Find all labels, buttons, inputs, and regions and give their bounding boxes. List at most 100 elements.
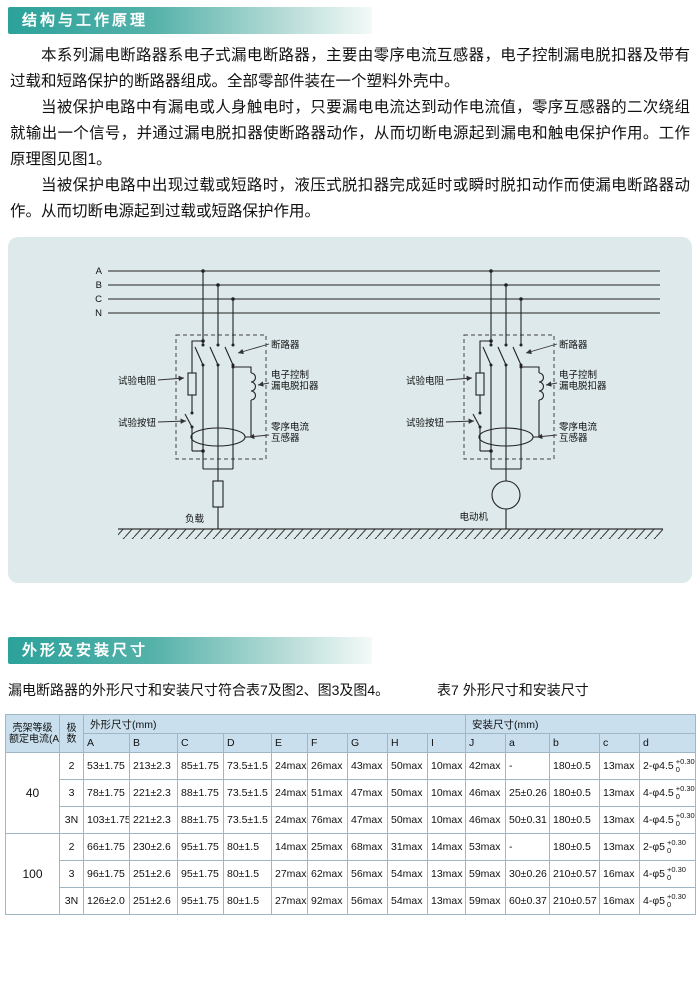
dimension-cell: 126±2.0 bbox=[83, 887, 130, 915]
dimension-cell: 62max bbox=[307, 860, 348, 888]
dimension-cell: 50max bbox=[387, 806, 428, 834]
pole-header-line1: 极 bbox=[66, 722, 77, 734]
dimension-cell: 14max bbox=[271, 833, 308, 861]
col-header-frame: 壳架等级 额定电流(A) bbox=[5, 714, 60, 753]
dimension-cell: 31max bbox=[387, 833, 428, 861]
phase-label-n: N bbox=[95, 308, 102, 319]
dimension-cell: 92max bbox=[307, 887, 348, 915]
dimension-cell: 30±0.26 bbox=[505, 860, 550, 888]
dimension-cell: 50±0.31 bbox=[505, 806, 550, 834]
circuit-diagram: A B C N bbox=[95, 266, 663, 539]
dimension-cell: - bbox=[505, 752, 550, 780]
working-principle-figure: A B C N bbox=[8, 237, 692, 583]
dimension-cell: 180±0.5 bbox=[549, 806, 600, 834]
dimension-cell: 47max bbox=[347, 806, 388, 834]
page: 结构与工作原理 本系列漏电断路器系电子式漏电断路器，主要由零序电流互感器，电子控… bbox=[0, 7, 700, 915]
dimension-cell: 13max bbox=[599, 806, 640, 834]
paragraph-3: 当被保护电路中出现过载或短路时，液压式脱扣器完成延时或瞬时脱扣动作而使漏电断路器… bbox=[10, 177, 690, 220]
label-test-button: 试验按钮 bbox=[406, 417, 445, 429]
test-resistor-symbol bbox=[187, 372, 197, 396]
dimension-cell: 73.5±1.5 bbox=[223, 806, 272, 834]
motor-symbol bbox=[491, 480, 521, 510]
label-trip-line2: 漏电脱扣器 bbox=[271, 380, 319, 392]
dimension-cell: 46max bbox=[465, 779, 506, 807]
hole-dim-base: 2-φ4.5 bbox=[643, 759, 674, 772]
section-title-dimensions: 外形及安装尺寸 bbox=[8, 637, 372, 664]
dimension-cell: 221±2.3 bbox=[129, 779, 178, 807]
dimension-cell: 54max bbox=[387, 860, 428, 888]
col-letter-e: E bbox=[271, 733, 308, 753]
label-load: 负载 bbox=[185, 513, 205, 525]
dimension-cell: 13max bbox=[599, 779, 640, 807]
label-test-resistor: 试验电阻 bbox=[118, 375, 157, 387]
dimension-cell: 56max bbox=[347, 887, 388, 915]
dimension-cell: 42max bbox=[465, 752, 506, 780]
phase-label-b: B bbox=[96, 280, 102, 291]
dimension-cell: 60±0.37 bbox=[505, 887, 550, 915]
trip-coil-symbol bbox=[538, 372, 545, 401]
dimension-cell: 95±1.75 bbox=[177, 860, 224, 888]
breaker-enclosure-outline bbox=[175, 334, 267, 460]
ground-hatch bbox=[118, 528, 663, 539]
trip-coil-symbol bbox=[250, 372, 257, 401]
dimension-cell: 80±1.5 bbox=[223, 887, 272, 915]
hole-dim-base: 2-φ5 bbox=[643, 840, 665, 853]
dimension-cell: 88±1.75 bbox=[177, 779, 224, 807]
dimension-cell: 10max bbox=[427, 752, 466, 780]
dimensions-intro-text: 漏电断路器的外形尺寸和安装尺寸符合表7及图2、图3及图4。 bbox=[8, 682, 390, 698]
frame-header-line2: 额定电流(A) bbox=[9, 733, 60, 745]
label-motor: 电动机 bbox=[459, 511, 488, 523]
dimension-cell: 10max bbox=[427, 806, 466, 834]
dimension-cell: 14max bbox=[427, 833, 466, 861]
dimension-cell: 180±0.5 bbox=[549, 833, 600, 861]
hole-dim-base: 4-φ4.5 bbox=[643, 786, 674, 799]
col-letter-h: H bbox=[387, 733, 428, 753]
col-header-mount: 安装尺寸(mm) bbox=[464, 714, 697, 734]
dimension-cell: 53max bbox=[465, 833, 506, 861]
dimension-cell: 210±0.57 bbox=[549, 860, 600, 888]
dimension-cell: 13max bbox=[427, 860, 466, 888]
dimension-cell: 13max bbox=[599, 752, 640, 780]
frame-header-line1: 壳架等级 bbox=[12, 722, 53, 734]
dimension-cell: 73.5±1.5 bbox=[223, 752, 272, 780]
dimension-cell: 56max bbox=[347, 860, 388, 888]
dimension-cell: 53±1.75 bbox=[83, 752, 130, 780]
dimension-cell: 25max bbox=[307, 833, 348, 861]
col-letter-aa: a bbox=[505, 733, 550, 753]
col-letter-bb: b bbox=[549, 733, 600, 753]
dimension-cell: 51max bbox=[307, 779, 348, 807]
dimension-cell: 95±1.75 bbox=[177, 887, 224, 915]
column-letter-row: A B C D E F G H I J a b c d bbox=[6, 733, 697, 753]
dimensions-intro: 漏电断路器的外形尺寸和安装尺寸符合表7及图2、图3及图4。 表7 外形尺寸和安装… bbox=[8, 680, 700, 700]
dimension-cell: 16max bbox=[599, 887, 640, 915]
pole-count-cell: 2 bbox=[59, 833, 84, 861]
label-breaker: 断路器 bbox=[559, 339, 588, 351]
dimension-cell: 50max bbox=[387, 752, 428, 780]
phase-label-c: C bbox=[95, 294, 102, 305]
right-circuit: 试验电阻 试验按钮 断路器 电子控制 漏电脱扣器 零序电流 互感器 电动机 bbox=[406, 269, 607, 529]
dimension-cell: 180±0.5 bbox=[549, 779, 600, 807]
dimension-cell: 76max bbox=[307, 806, 348, 834]
dimension-cell: 80±1.5 bbox=[223, 860, 272, 888]
ct-ring-symbol bbox=[478, 427, 534, 447]
frame-current-cell: 40 bbox=[5, 752, 60, 834]
intro-text: 本系列漏电断路器系电子式漏电断路器，主要由零序电流互感器，电子控制漏电脱扣器及带… bbox=[10, 43, 690, 225]
dimension-cell: 213±2.3 bbox=[129, 752, 178, 780]
dimension-cell: 13max bbox=[599, 833, 640, 861]
label-trip-line2: 漏电脱扣器 bbox=[559, 380, 607, 392]
dimension-cell: 251±2.6 bbox=[129, 887, 178, 915]
label-ct-line1: 零序电流 bbox=[559, 421, 598, 433]
ct-ring-symbol bbox=[190, 427, 246, 447]
dimension-cell: 16max bbox=[599, 860, 640, 888]
dimension-cell: 73.5±1.5 bbox=[223, 779, 272, 807]
pole-count-cell: 3N bbox=[59, 806, 84, 834]
